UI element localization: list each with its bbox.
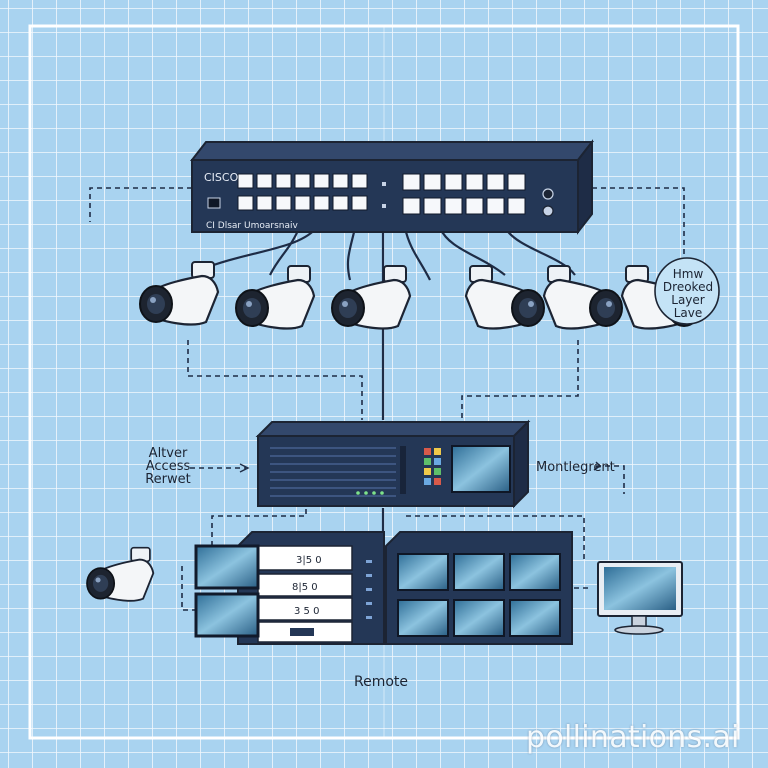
server-button-label: 8|5 0: [292, 582, 318, 593]
network-switch-icon: CISCO CI Dlsar Umoarsnaiv: [189, 139, 595, 235]
label-line: Layer: [671, 293, 705, 307]
label-line: Altver: [148, 446, 188, 461]
switch-port-label: CI Dlsar Umoarsnaiv: [206, 221, 298, 231]
remote-label: Remote: [354, 674, 409, 690]
desktop-monitor-icon: [597, 561, 683, 635]
management-label: Montlegrent: [536, 460, 615, 475]
server-button-label: 3|5 0: [296, 555, 322, 566]
label-line: Rerwet: [145, 472, 191, 487]
access-network-label: Altver Access Rerwet: [128, 447, 208, 486]
switch-brand: CISCO: [204, 171, 239, 184]
watermark: pollinations.ai: [526, 720, 740, 755]
label-line: Lave: [673, 306, 703, 320]
monitor-wall-icon: [385, 531, 573, 645]
label-line: Dreoked: [662, 280, 714, 294]
label-line: Access: [145, 459, 191, 474]
dashed-connections: [89, 187, 685, 611]
nvr-recorder-icon: [255, 419, 531, 509]
server-button-label: 3 5 0: [294, 606, 319, 617]
label-line: Hmw: [672, 267, 704, 281]
bubble-label: Hmw Dreoked Layer Lave: [656, 268, 720, 320]
callout-bubble: [654, 257, 720, 325]
server-rack-icon: 3|5 0 8|5 0 3 5 0: [194, 531, 385, 645]
